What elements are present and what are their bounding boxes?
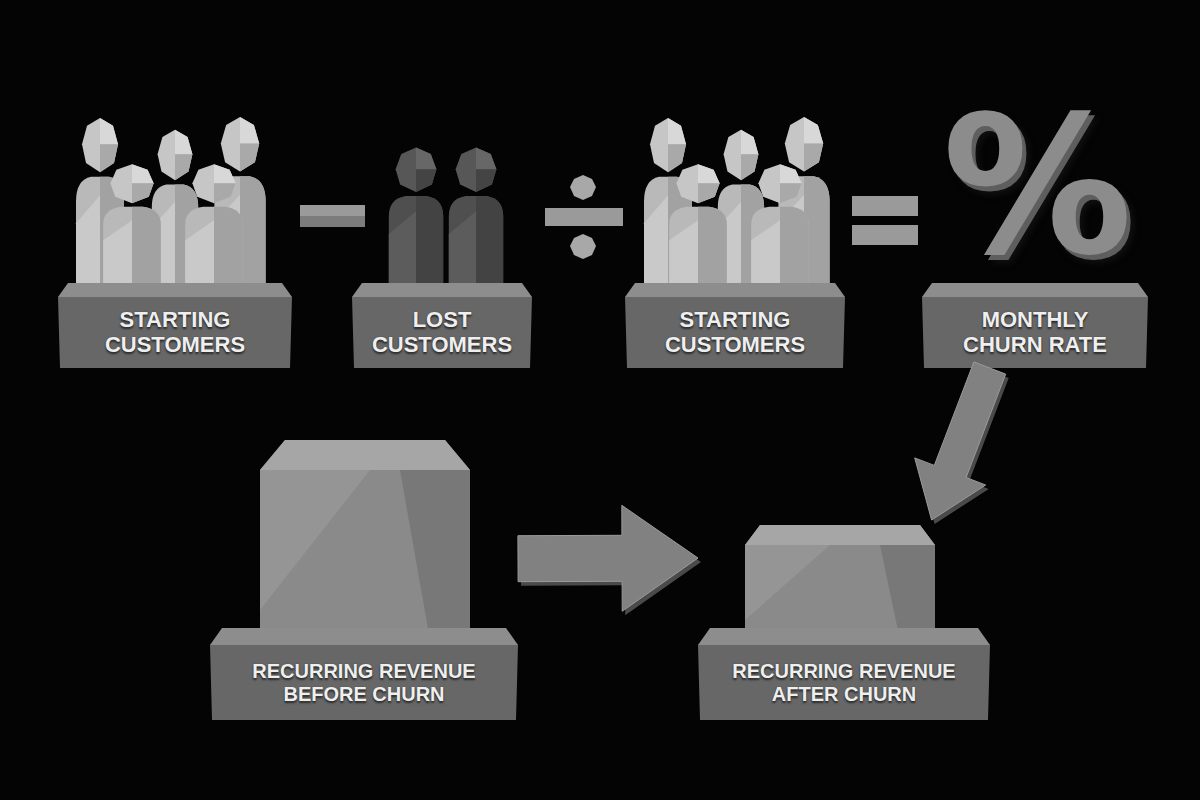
pedestal-front — [352, 297, 532, 368]
pedestal-label-area: STARTING CUSTOMERS — [58, 297, 292, 368]
customer-figure — [103, 164, 161, 285]
pedestal-top — [58, 283, 292, 297]
pedestal-node: LOST CUSTOMERS — [352, 140, 532, 368]
pedestal-front — [210, 645, 518, 720]
pedestal-label-area: LOST CUSTOMERS — [352, 297, 532, 368]
pedestal-label-area: RECURRING REVENUE AFTER CHURN — [698, 645, 990, 720]
pedestal-node: RECURRING REVENUE AFTER CHURN — [698, 520, 990, 720]
pedestal-top — [625, 283, 845, 297]
lost-customer-figure — [449, 148, 503, 285]
revenue-block-top — [260, 440, 470, 470]
revenue-block-facet — [880, 545, 935, 640]
customer-figure — [669, 164, 727, 285]
pedestal-top — [352, 283, 532, 297]
pedestal-label: STARTING CUSTOMERS — [650, 308, 820, 357]
percent-symbol: % — [925, 92, 1150, 282]
minus-sign — [300, 205, 365, 227]
block-arrow-shadow — [918, 366, 1009, 524]
pedestal-label: RECURRING REVENUE BEFORE CHURN — [234, 660, 494, 705]
minus-sign-shade — [300, 216, 365, 227]
divide-sign — [545, 208, 623, 226]
block-arrow-shadow — [521, 509, 701, 615]
pedestal-label: MONTHLY CHURN RATE — [950, 308, 1120, 357]
pedestal-label-area: RECURRING REVENUE BEFORE CHURN — [210, 645, 518, 720]
revenue-block — [260, 440, 470, 640]
pedestal-label-area: STARTING CUSTOMERS — [625, 297, 845, 368]
divide-dot — [570, 175, 596, 200]
revenue-block-facet — [260, 470, 370, 610]
pedestal-node: STARTING CUSTOMERS — [58, 115, 292, 368]
block-arrow-body — [915, 362, 1006, 520]
equals-sign — [852, 196, 918, 216]
revenue-block-facet — [400, 470, 470, 640]
pedestal-label: LOST CUSTOMERS — [357, 308, 527, 357]
block-arrow — [518, 505, 701, 615]
pedestal-top — [698, 628, 990, 645]
block-arrow-body — [518, 505, 698, 611]
pedestal-front — [698, 645, 990, 720]
pedestal-label: RECURRING REVENUE AFTER CHURN — [714, 660, 974, 705]
revenue-block-top — [745, 525, 935, 545]
equals-sign — [852, 225, 918, 245]
revenue-block-facet — [745, 545, 830, 620]
pedestal-node: STARTING CUSTOMERS — [625, 115, 845, 368]
pedestal-front — [58, 297, 292, 368]
pedestal-label-area: MONTHLY CHURN RATE — [922, 297, 1148, 368]
pedestal-top — [210, 628, 518, 645]
divide-dot — [570, 234, 596, 259]
pedestal-top — [922, 283, 1148, 297]
customer-figure — [751, 164, 809, 285]
pedestal-front — [922, 297, 1148, 368]
pedestal-label: STARTING CUSTOMERS — [90, 308, 260, 357]
lost-customer-figure — [389, 148, 443, 285]
pedestal-node: RECURRING REVENUE BEFORE CHURN — [210, 437, 518, 720]
pedestal-front — [625, 297, 845, 368]
block-arrow — [915, 362, 1009, 524]
revenue-block — [745, 525, 935, 640]
customer-figure — [185, 164, 243, 285]
